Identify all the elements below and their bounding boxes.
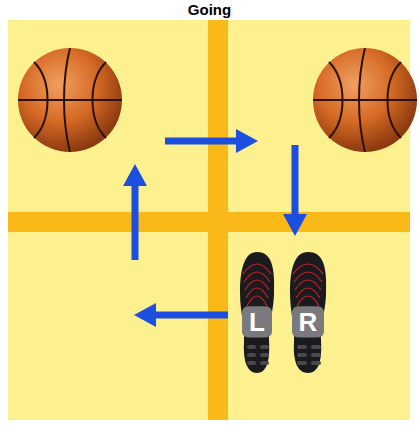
court-line bbox=[8, 212, 410, 232]
shoe-sole: R bbox=[288, 250, 328, 375]
basketball bbox=[313, 48, 417, 152]
direction-arrow bbox=[123, 164, 147, 260]
foot-letter: L bbox=[238, 308, 276, 336]
foot-letter: R bbox=[288, 308, 328, 336]
shoe-sole: L bbox=[238, 250, 276, 375]
direction-arrow bbox=[283, 145, 307, 236]
direction-arrow bbox=[165, 129, 258, 153]
basketball bbox=[18, 48, 122, 152]
diagram-title: Going bbox=[0, 1, 419, 18]
direction-arrow bbox=[134, 303, 228, 327]
